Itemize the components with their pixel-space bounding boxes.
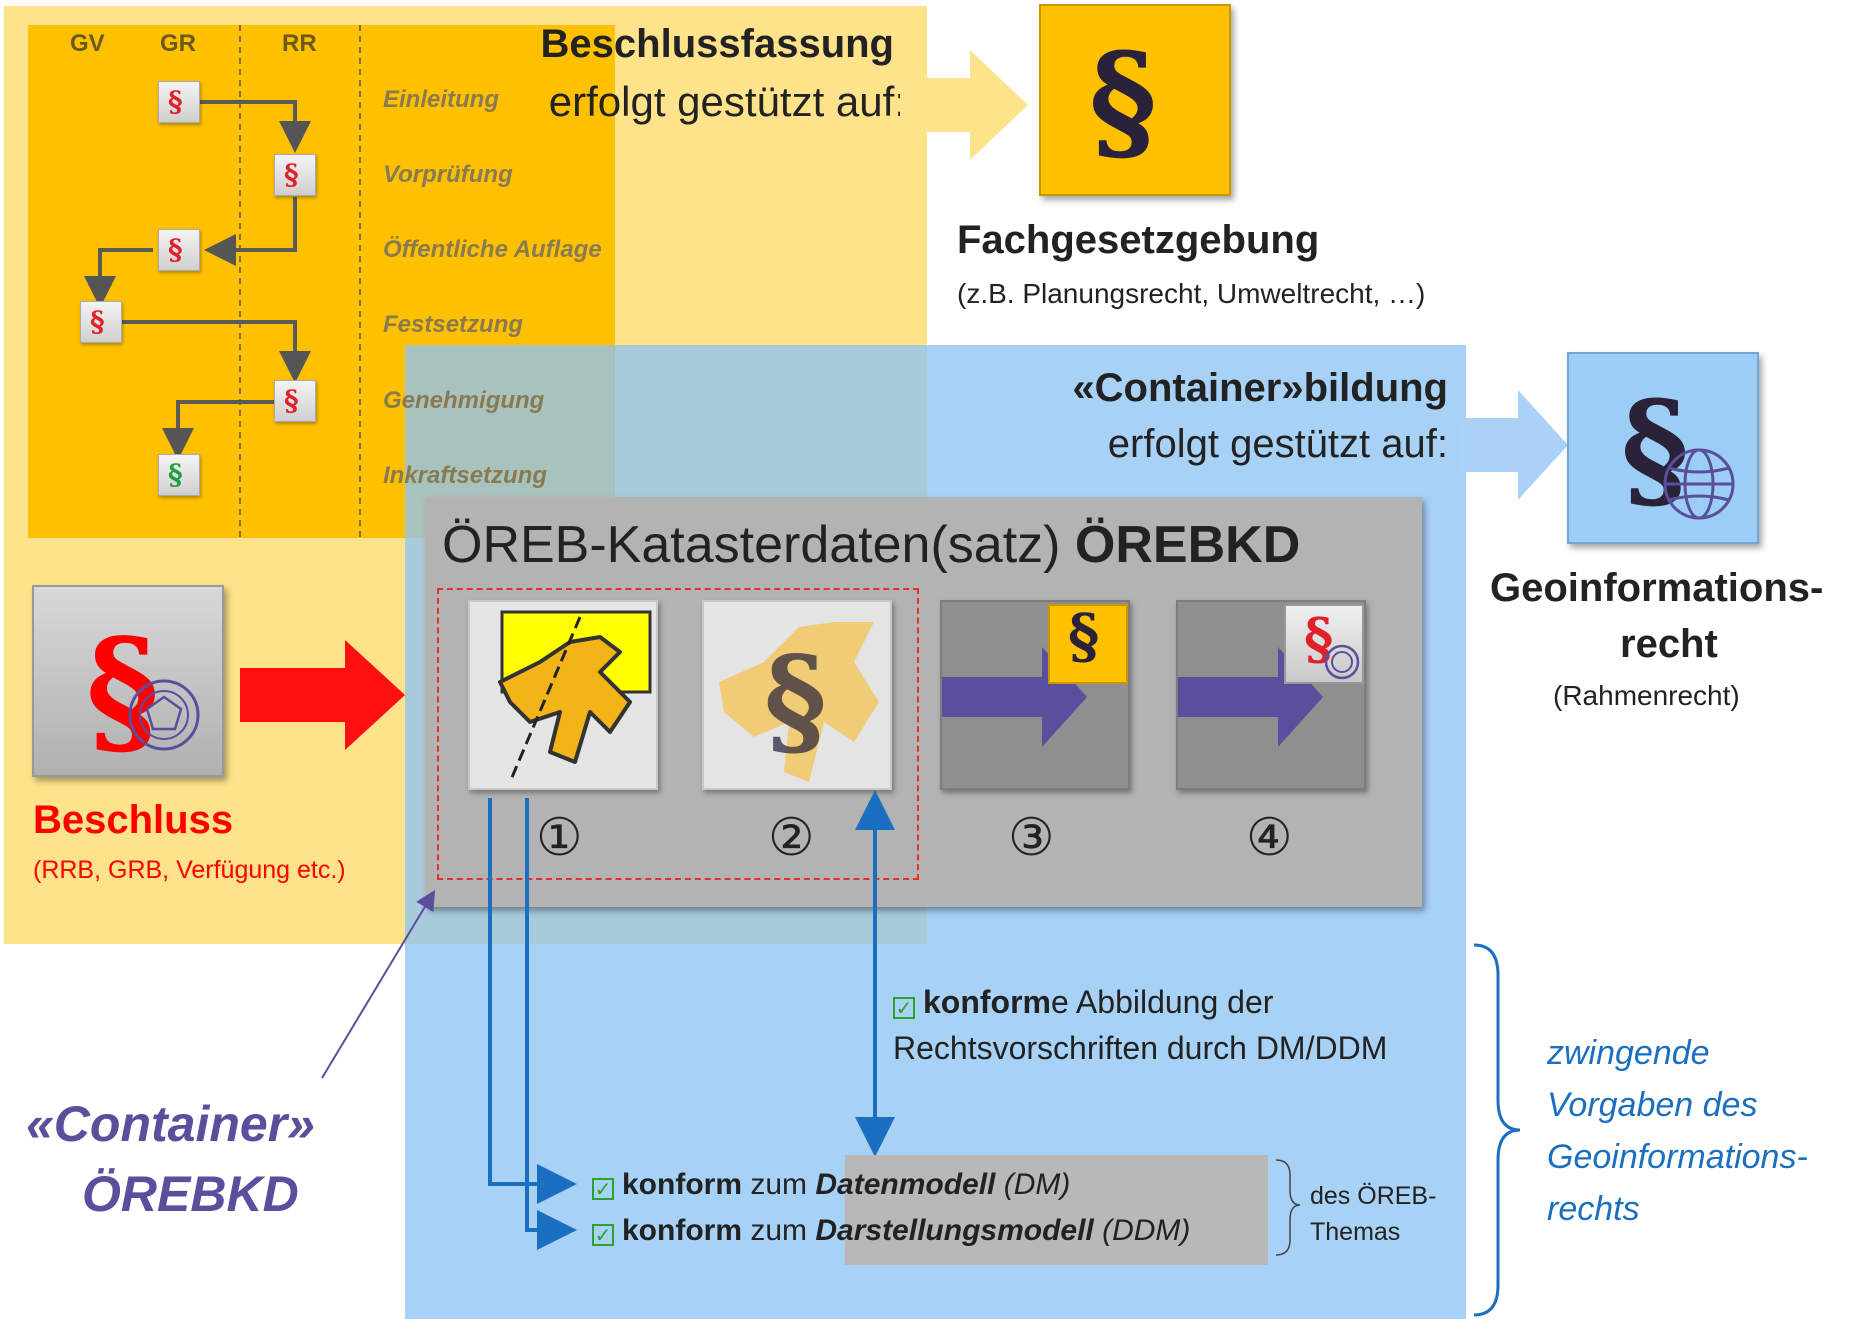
procedure-flow bbox=[84, 25, 361, 538]
mapping-conformity-line2: Rechtsvorschriften durch DM/DDM bbox=[893, 1030, 1388, 1066]
geoinformationsrecht-title-line2: recht bbox=[1620, 622, 1718, 666]
container-label-line2: ÖREBKD bbox=[82, 1166, 299, 1222]
lane-header-gv: GV bbox=[70, 30, 105, 57]
legal-reference-tile: § bbox=[940, 600, 1130, 790]
beschluss-subtitle: (RRB, GRB, Verfügung etc.) bbox=[33, 856, 346, 884]
step-inkraftsetzung-icon: § bbox=[158, 454, 200, 496]
geometry-icon bbox=[498, 610, 652, 783]
beschlussfassung-subtitle: erfolgt gestützt auf: bbox=[548, 78, 906, 125]
beschluss-title: Beschluss bbox=[33, 798, 234, 842]
lane-header-rr: RR bbox=[282, 30, 317, 57]
containerbildung-subtitle: erfolgt gestützt auf: bbox=[1107, 422, 1448, 466]
step-einleitung-icon: § bbox=[158, 81, 200, 123]
step-vorpruefung-icon: § bbox=[274, 154, 316, 196]
step-label-vorpruefung: Vorprüfung bbox=[383, 161, 513, 188]
datenmodell-conformity: ✓konform zum Datenmodell (DM) bbox=[592, 1168, 1070, 1202]
arrow-to-oerebkd-icon bbox=[240, 640, 405, 750]
check-icon: ✓ bbox=[592, 1224, 614, 1246]
check-icon: ✓ bbox=[592, 1178, 614, 1200]
number-3: ③ bbox=[1008, 808, 1055, 868]
conformity-scope-frame bbox=[437, 588, 919, 880]
geoinformationsrecht-icon: § bbox=[1567, 352, 1759, 544]
darstellungsmodell-conformity: ✓konform zum Darstellungsmodell (DDM) bbox=[592, 1214, 1190, 1248]
fachgesetzgebung-icon: § bbox=[1039, 4, 1231, 196]
lane-header-gr: GR bbox=[160, 30, 196, 57]
number-1: ① bbox=[536, 808, 583, 868]
step-label-inkraftsetzung: Inkraftsetzung bbox=[383, 462, 548, 489]
fachgesetzgebung-subtitle: (z.B. Planungsrecht, Umweltrecht, …) bbox=[957, 278, 1426, 309]
step-label-auflage: Öffentliche Auflage bbox=[383, 236, 602, 263]
oerebkd-title-bold: ÖREBKD bbox=[1074, 516, 1301, 574]
step-genehmigung-icon: § bbox=[274, 380, 316, 422]
step-label-einleitung: Einleitung bbox=[383, 86, 499, 113]
requirements-line3: Geoinformations- bbox=[1547, 1138, 1808, 1176]
model-highlight bbox=[845, 1155, 1268, 1265]
arrow-to-fachgesetzgebung-icon bbox=[900, 50, 1028, 160]
legal-geometry-tile: § bbox=[702, 600, 892, 790]
geoinformationsrecht-title-line1: Geoinformations- bbox=[1490, 566, 1824, 610]
beschluss-icon: § bbox=[32, 585, 224, 777]
globe-icon bbox=[1663, 448, 1735, 520]
beschlussfassung-title: Beschlussfassung bbox=[540, 22, 894, 66]
mapping-conformity-line1: ✓konforme Abbildung der bbox=[893, 984, 1273, 1021]
legal-geometry-icon bbox=[719, 622, 879, 782]
number-4: ④ bbox=[1246, 808, 1293, 868]
stamp-icon bbox=[1324, 644, 1360, 680]
step-auflage-icon: § bbox=[158, 229, 200, 271]
number-2: ② bbox=[768, 808, 815, 868]
oerebkd-title: ÖREB-Katasterdaten(satz) ÖREBKD bbox=[442, 515, 1300, 575]
step-label-festsetzung: Festsetzung bbox=[383, 311, 524, 338]
requirements-line1: zwingende bbox=[1547, 1034, 1710, 1072]
container-label-line1: «Container» bbox=[26, 1096, 315, 1152]
stamp-icon bbox=[128, 679, 200, 751]
geometry-tile bbox=[468, 600, 658, 790]
check-icon: ✓ bbox=[893, 997, 915, 1019]
requirements-line2: Vorgaben des bbox=[1547, 1086, 1758, 1124]
yellow-paragraph-icon: § bbox=[1048, 602, 1128, 684]
decision-reference-tile: § bbox=[1176, 600, 1366, 790]
theme-label-line2: Themas bbox=[1310, 1218, 1401, 1246]
arrow-to-geoinformationsrecht-icon bbox=[1460, 390, 1568, 500]
grey-paragraph-icon: § bbox=[1284, 604, 1364, 684]
step-festsetzung-icon: § bbox=[80, 301, 122, 343]
geoinformationsrecht-subtitle: (Rahmenrecht) bbox=[1553, 680, 1740, 711]
containerbildung-title: «Container»bildung bbox=[1072, 366, 1448, 410]
oerebkd-title-normal: ÖREB-Katasterdaten(satz) bbox=[442, 516, 1075, 574]
step-label-genehmigung: Genehmigung bbox=[383, 387, 545, 414]
theme-label-line1: des ÖREB- bbox=[1310, 1182, 1437, 1210]
fachgesetzgebung-title: Fachgesetzgebung bbox=[957, 218, 1320, 262]
requirements-line4: rechts bbox=[1547, 1190, 1640, 1228]
